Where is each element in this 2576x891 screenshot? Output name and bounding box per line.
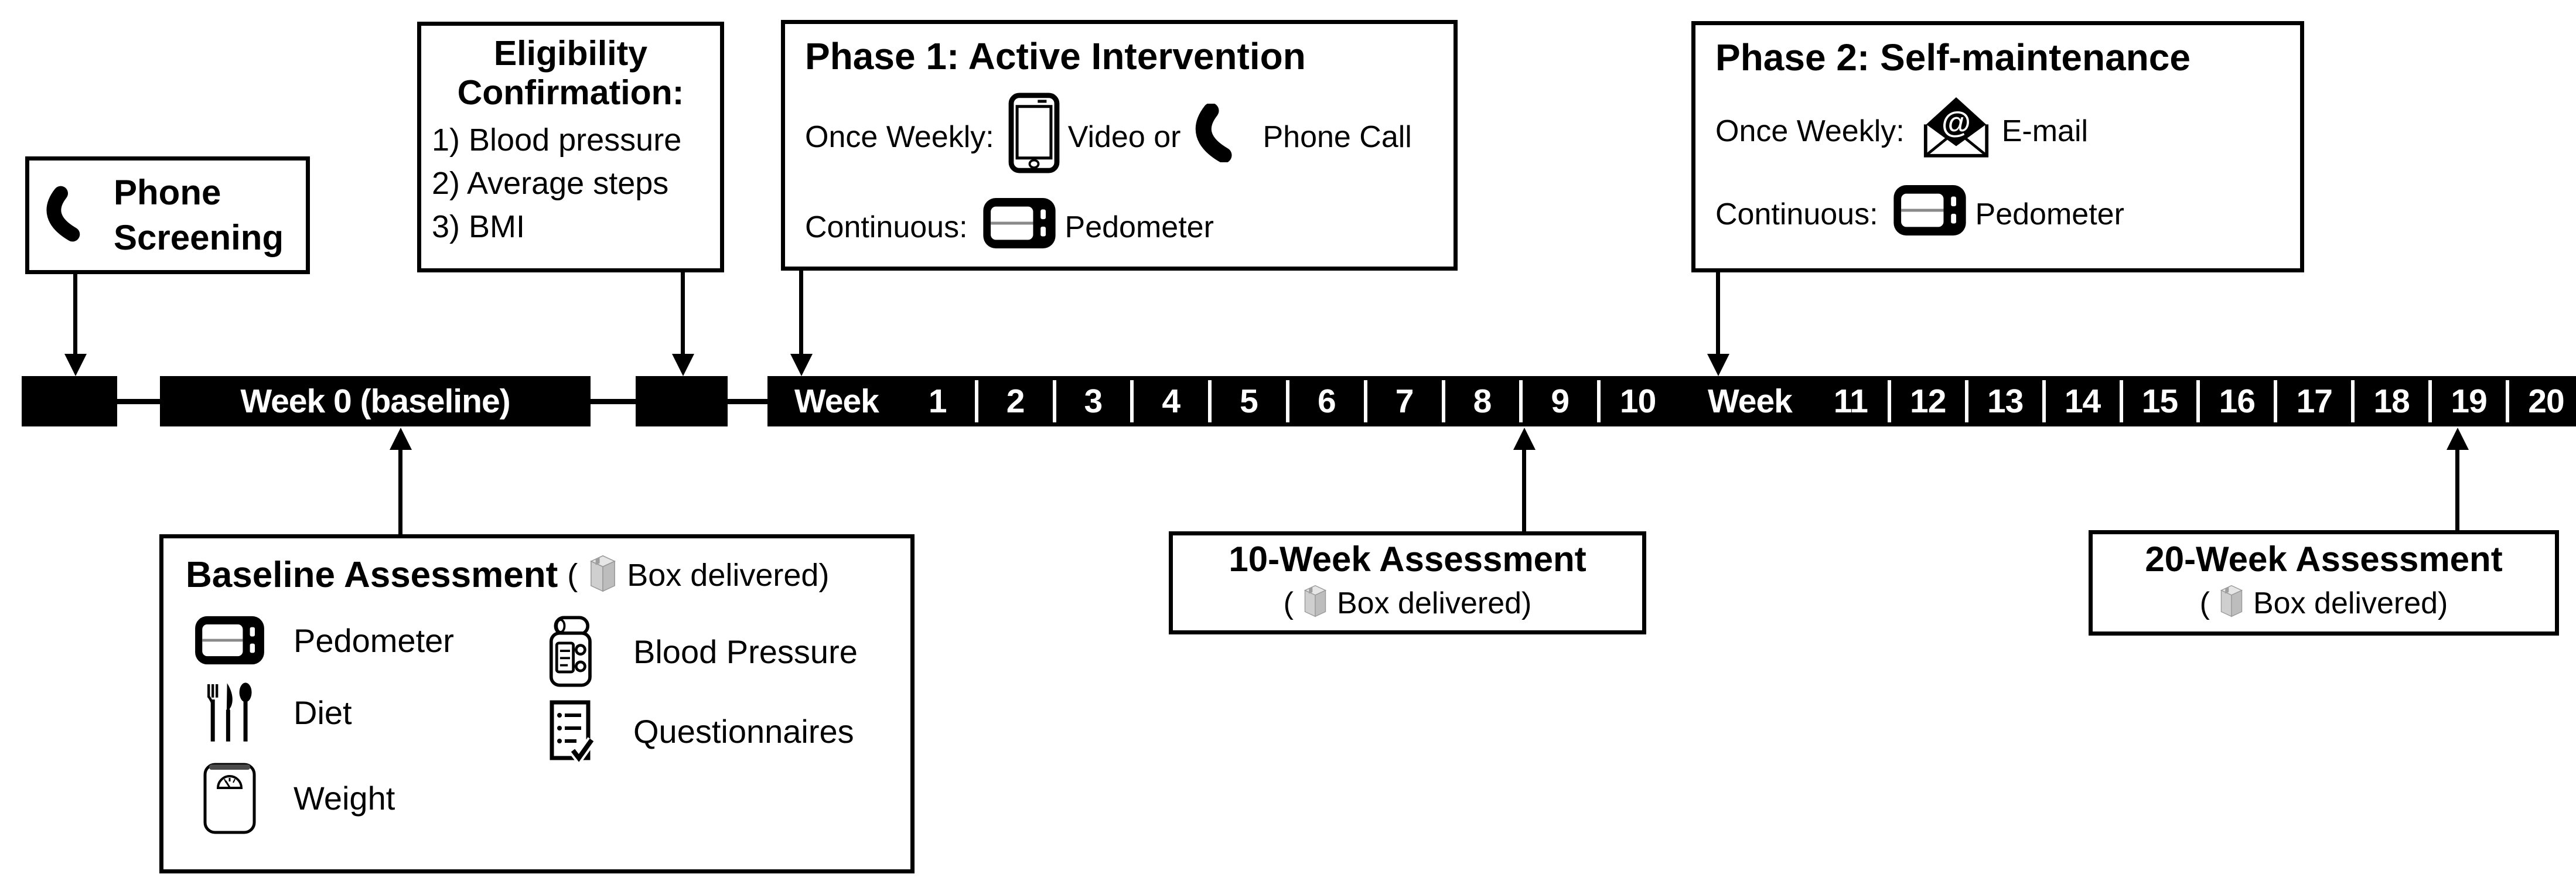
package-box-icon: [1294, 583, 1337, 624]
paren-open: (: [2199, 586, 2210, 620]
baseline-item-label: Blood Pressure: [633, 633, 858, 670]
weight-scale-icon: [186, 759, 274, 837]
phase1-frequency-label: Once Weekly:: [805, 120, 994, 154]
week-cell: 14: [2042, 376, 2121, 426]
week-cell: 15: [2119, 376, 2199, 426]
phase1-title: Phase 1: Active Intervention: [805, 35, 1306, 77]
box-delivered-label: Box delivered): [2253, 586, 2448, 620]
pedometer-icon: [982, 197, 1057, 257]
week-cell: 9: [1519, 376, 1599, 426]
eligibility-confirmation-box: Eligibility Confirmation: 1) Blood press…: [417, 22, 724, 272]
questionnaire-checklist-icon: [526, 697, 613, 765]
svg-text:@: @: [1942, 106, 1971, 139]
smartphone-icon: [1008, 92, 1060, 182]
week-cell: 13: [1964, 376, 2044, 426]
pedometer-icon: [1892, 184, 1967, 244]
baseline-item-pedometer: Pedometer: [186, 615, 526, 665]
paren-open: (: [1283, 586, 1294, 620]
week-cell: 17: [2274, 376, 2353, 426]
phase1-video-text: Video or: [1067, 120, 1181, 154]
week-cell: 16: [2196, 376, 2275, 426]
week-cell: 1: [928, 383, 947, 420]
week-cell: 2: [974, 376, 1055, 426]
baseline-assessment-title: Baseline Assessment: [186, 555, 558, 595]
phase1-phone-call-text: Phone Call: [1263, 120, 1412, 154]
phase2-frequency-label: Once Weekly:: [1715, 114, 1905, 148]
phone-screening-box: Phone Screening: [25, 156, 310, 274]
phase1-pedometer-text: Pedometer: [1064, 210, 1214, 244]
week-prefix: Week: [1708, 383, 1793, 420]
paren-open: (: [567, 557, 578, 593]
week-cell: 18: [2351, 376, 2430, 426]
assessment-10week-title: 10-Week Assessment: [1229, 539, 1586, 579]
blood-pressure-monitor-icon: [526, 615, 613, 688]
baseline-item-label: Weight: [294, 779, 395, 817]
timeline-week0-segment: Week 0 (baseline): [160, 376, 591, 426]
pedometer-icon: [186, 615, 274, 665]
package-box-icon: [578, 552, 621, 598]
box-delivered-label: Box delivered): [627, 557, 830, 593]
week-cell: 20: [2506, 376, 2576, 426]
package-box-icon: [2210, 583, 2253, 624]
phase1-box: Phase 1: Active Intervention Once Weekly…: [781, 20, 1458, 271]
baseline-item-label: Questionnaires: [633, 712, 854, 750]
baseline-assessment-box: Baseline Assessment ( Box delivered): [159, 534, 915, 873]
week-prefix: Week: [794, 383, 879, 420]
email-icon: @: [1919, 93, 1994, 169]
week-cell: 8: [1441, 376, 1521, 426]
baseline-item-weight: Weight: [186, 759, 526, 837]
timeline-phase1-bar: Week 1 2 3 4 5 6 7 8 9 10: [767, 376, 1704, 426]
baseline-item-questionnaires: Questionnaires: [526, 697, 858, 765]
week-cell: 10: [1597, 376, 1677, 426]
arrow-phase2-to-timeline: [1716, 272, 1720, 354]
cutlery-icon: [186, 675, 274, 750]
week-cell: 12: [1887, 376, 1967, 426]
baseline-item-diet: Diet: [186, 675, 526, 750]
eligibility-title: Eligibility Confirmation:: [457, 34, 684, 112]
week-cell: 7: [1363, 376, 1444, 426]
baseline-item-blood-pressure: Blood Pressure: [526, 615, 858, 688]
phone-handset-icon: [45, 181, 98, 250]
baseline-item-label: Diet: [294, 694, 352, 731]
week-cell: 19: [2428, 376, 2507, 426]
phase2-continuous-label: Continuous:: [1715, 197, 1878, 231]
week-cell: 11: [1833, 383, 1868, 420]
week-cell: 3: [1052, 376, 1132, 426]
week-cell: 4: [1130, 376, 1210, 426]
eligibility-item: 2) Average steps: [432, 166, 669, 202]
assessment-20week-box: 20-Week Assessment ( Box delivered): [2089, 530, 2559, 636]
phase2-pedometer-text: Pedometer: [1975, 197, 2124, 231]
eligibility-item: 1) Blood pressure: [432, 122, 682, 158]
phone-screening-title: Phone Screening: [114, 172, 284, 257]
week-cell: 5: [1208, 376, 1288, 426]
arrow-10week-assessment-to-timeline: [1522, 450, 1526, 531]
phone-handset-icon: [1193, 103, 1252, 170]
arrow-20week-assessment-to-timeline: [2455, 450, 2459, 530]
week-cell: 6: [1285, 376, 1366, 426]
phase2-title: Phase 2: Self-maintenance: [1715, 36, 2191, 78]
assessment-20week-title: 20-Week Assessment: [2145, 539, 2503, 579]
phase2-email-text: E-mail: [2001, 114, 2089, 148]
timeline-screening-segment: [22, 376, 117, 426]
phase1-continuous-label: Continuous:: [805, 210, 968, 244]
timeline-eligibility-segment: [636, 376, 728, 426]
box-delivered-label: Box delivered): [1336, 586, 1532, 620]
baseline-item-label: Pedometer: [294, 622, 454, 659]
week0-label: Week 0 (baseline): [240, 383, 510, 420]
eligibility-item: 3) BMI: [432, 209, 526, 245]
assessment-10week-box: 10-Week Assessment ( Box delivered): [1169, 531, 1646, 634]
timeline-phase2-bar: Week 11 12 13 14 15 16 17 18 19 20: [1684, 376, 2576, 426]
arrow-baseline-assessment-to-timeline: [398, 450, 402, 534]
phase2-box: Phase 2: Self-maintenance Once Weekly: @…: [1691, 21, 2304, 272]
arrow-phase1-to-timeline: [799, 271, 803, 354]
arrow-phone-screening-to-timeline: [73, 274, 77, 354]
arrow-eligibility-to-timeline: [681, 272, 685, 354]
